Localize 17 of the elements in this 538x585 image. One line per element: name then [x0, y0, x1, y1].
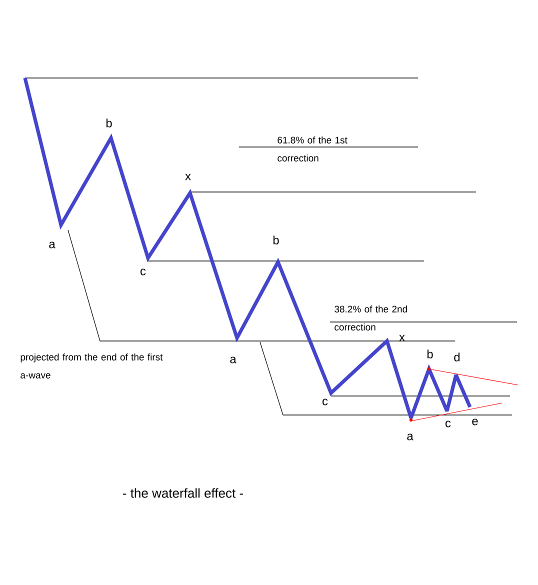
wave-label: b — [427, 350, 433, 358]
wave-label: x — [399, 334, 405, 342]
wave-label: b — [106, 118, 112, 128]
annotation-text: projected from the end of the first a-wave — [20, 354, 163, 378]
wave-label: d — [454, 352, 460, 362]
wave-label: a — [230, 356, 236, 364]
wave-label: c — [140, 268, 146, 276]
wave-label: e — [472, 418, 478, 426]
wave-label: c — [322, 398, 328, 406]
wave-label: a — [49, 242, 56, 248]
wave-label: a — [407, 434, 414, 440]
wave-label: x — [185, 174, 191, 180]
caption: - the waterfall effect - — [123, 488, 243, 498]
wave-label: c — [446, 420, 451, 428]
annotation-text: 38.2% of the 2nd correction — [334, 306, 407, 330]
annotation-text: 61.8% of the 1st correction — [278, 136, 348, 162]
wave-label: b — [273, 236, 279, 244]
